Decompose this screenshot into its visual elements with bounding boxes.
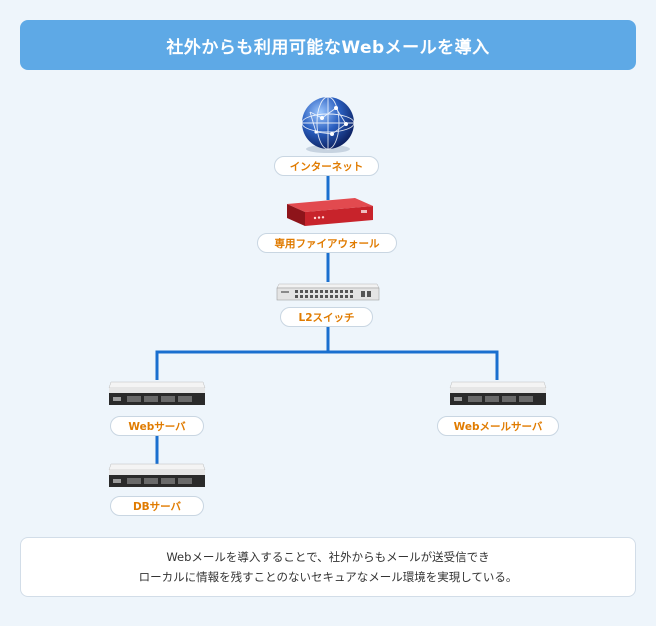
- description-line-1: Webメールを導入することで、社外からもメールが送受信でき: [166, 550, 490, 564]
- label-db-server: DBサーバ: [110, 496, 204, 516]
- globe-icon: [301, 96, 355, 153]
- webmail-server-icon: [449, 381, 547, 405]
- db-server-icon: [108, 463, 206, 487]
- firewall-icon: [287, 198, 373, 226]
- description-box: Webメールを導入することで、社外からもメールが送受信でき ローカルに情報を残す…: [20, 537, 636, 597]
- switch-icon: [276, 283, 380, 301]
- label-web-server: Webサーバ: [110, 416, 204, 436]
- label-l2-switch: L2スイッチ: [280, 307, 373, 327]
- label-internet: インターネット: [274, 156, 379, 176]
- label-webmail-server: Webメールサーバ: [437, 416, 559, 436]
- label-firewall: 専用ファイアウォール: [257, 233, 397, 253]
- web-server-icon: [108, 381, 206, 405]
- line-bus: [155, 350, 499, 380]
- description-line-2: ローカルに情報を残すことのないセキュアなメール環境を実現している。: [138, 570, 518, 584]
- diagram-title: 社外からも利用可能なWebメールを導入: [20, 20, 636, 70]
